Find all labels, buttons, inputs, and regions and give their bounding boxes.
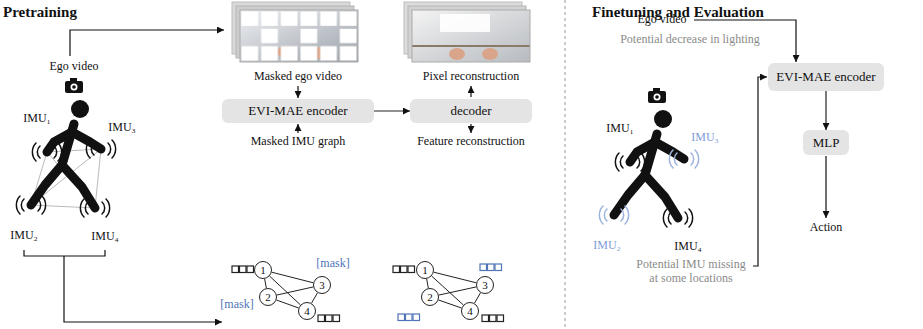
graph-edge	[277, 287, 313, 295]
node-text: 1	[260, 265, 266, 276]
node-text: 4	[467, 306, 473, 317]
sensor-label: IMU₂	[10, 229, 38, 243]
graph-edge	[438, 300, 461, 308]
input-label: Ego video	[50, 60, 99, 74]
node-text: MLP	[813, 135, 840, 151]
graph-edge	[474, 293, 480, 303]
decoder-box: decoder	[410, 99, 532, 123]
feature-token	[482, 315, 504, 322]
input-label: Ego video	[638, 13, 687, 27]
imu-signal	[86, 140, 115, 158]
encoder-box: EVI-MAE encoder	[768, 63, 884, 91]
graph-node: 3	[476, 276, 494, 294]
encoder-box: EVI-MAE encoder	[222, 99, 374, 123]
person-figure	[31, 78, 101, 208]
sensor-label: IMU₄	[674, 240, 702, 254]
graph-edge	[276, 300, 298, 308]
input-label: Masked IMU graph	[251, 135, 346, 149]
section-title: Pretraining	[3, 4, 77, 21]
node-text: 2	[427, 292, 433, 303]
graph-node: 4	[461, 302, 479, 320]
node-text: EVI-MAE encoder	[776, 69, 875, 85]
graph-edge	[439, 287, 476, 295]
flow-arrow	[825, 91, 826, 130]
reconstructed-video-frames	[404, 2, 530, 62]
feature-token	[393, 266, 415, 273]
output-label: Feature reconstruction	[417, 135, 525, 149]
graph-edge	[427, 279, 429, 288]
feature-token	[232, 266, 254, 273]
feature-token	[480, 264, 502, 271]
graph-node: 1	[416, 261, 434, 279]
imu-signal	[599, 206, 628, 224]
sensor-label: IMU₂	[593, 239, 621, 253]
graph-node: 2	[421, 288, 439, 306]
graph-edge	[434, 272, 477, 283]
node-text: 4	[304, 306, 310, 317]
graph-node: 4	[298, 302, 316, 320]
node-text: EVI-MAE encoder	[248, 103, 347, 119]
person-figure	[614, 88, 684, 218]
imu-signal	[669, 150, 698, 168]
separator	[565, 0, 566, 329]
imu-signal	[663, 209, 692, 227]
imu-signal	[32, 143, 61, 161]
graph-node: 2	[259, 288, 277, 306]
graph-edge	[265, 279, 267, 288]
node-text: 3	[482, 280, 488, 291]
node-text: 1	[422, 265, 428, 276]
mask-token: [mask]	[220, 298, 253, 312]
sensor-label: IMU₃	[108, 121, 136, 135]
feature-token	[398, 314, 420, 321]
graph-node: 3	[313, 276, 331, 294]
mask-token: [mask]	[316, 257, 349, 271]
graph-edge	[272, 272, 314, 283]
sensor-label: IMU₃	[691, 131, 719, 145]
masked-video-frames	[232, 2, 358, 62]
node-text: 3	[319, 280, 325, 291]
feature-token	[318, 315, 340, 322]
flow-lines	[24, 20, 826, 322]
sensor-label: IMU₁	[23, 112, 51, 126]
imu-signal	[615, 153, 644, 171]
note-text: Potential decrease in lighting	[620, 33, 760, 47]
sensor-label: IMU₁	[606, 122, 634, 136]
output-label: Action	[810, 221, 843, 235]
imu-signal	[80, 199, 109, 217]
node-text: decoder	[450, 103, 491, 119]
flow-arrow	[374, 110, 410, 111]
output-label: Pixel reconstruction	[423, 70, 519, 84]
input-label: Masked ego video	[254, 70, 342, 84]
note-text: Potential IMU missing at some locations	[632, 258, 750, 286]
mlp-box: MLP	[803, 130, 849, 155]
imu-signal	[16, 196, 45, 214]
graph-node: 1	[254, 261, 272, 279]
sensor-label: IMU₄	[91, 230, 119, 244]
node-text: 2	[265, 292, 271, 303]
graph-edge	[311, 293, 317, 303]
